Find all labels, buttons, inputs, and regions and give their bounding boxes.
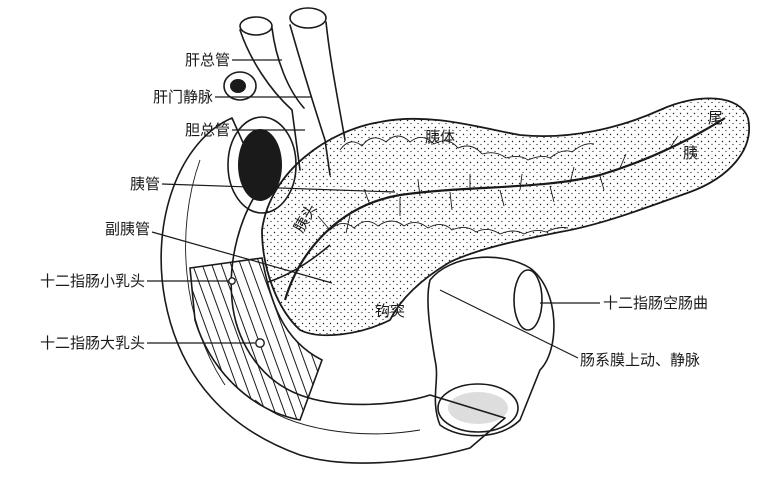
label-major-papilla: 十二指肠大乳头 — [40, 334, 145, 352]
hepatic-vessels — [223, 7, 346, 176]
pancreatic-duct — [283, 117, 726, 301]
leader-lines — [147, 59, 600, 359]
jejunum — [427, 256, 555, 437]
pancreas — [261, 97, 750, 337]
label-uncinate: 钩突 — [375, 302, 405, 320]
label-hepatic-duct: 肝总管 — [185, 51, 230, 69]
label-pancreas-tail-1: 尾 — [708, 109, 723, 127]
label-duodenojejunal-flexure: 十二指肠空肠曲 — [603, 294, 708, 312]
duodenum — [160, 117, 506, 464]
label-pancreas-tail-2: 胰 — [683, 144, 698, 162]
label-portal-vein: 肝门静脉 — [153, 88, 213, 106]
label-minor-papilla: 十二指肠小乳头 — [40, 272, 145, 290]
label-common-bile-duct: 胆总管 — [185, 121, 230, 139]
label-accessory-duct: 副胰管 — [105, 220, 150, 238]
opened-duodenal-wall — [189, 257, 323, 421]
minor-papilla-marker — [228, 277, 236, 285]
label-pancreatic-duct: 胰管 — [130, 175, 160, 193]
label-mesenteric-vessels: 肠系膜上动、静脉 — [580, 351, 700, 369]
major-papilla-marker — [255, 338, 265, 348]
label-pancreas-body: 胰体 — [425, 128, 455, 146]
